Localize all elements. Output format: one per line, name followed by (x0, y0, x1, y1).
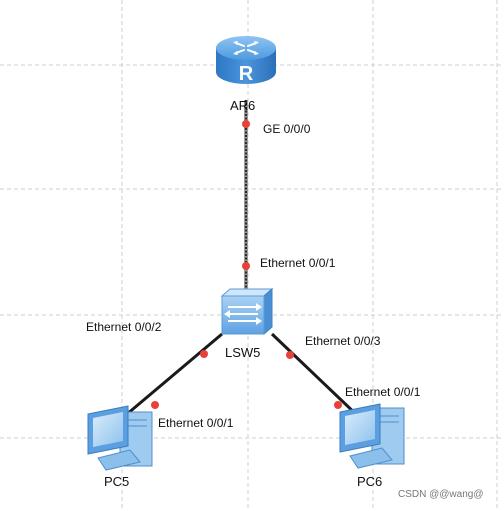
port-dot-pc6 (334, 401, 342, 409)
port-label-pc6: Ethernet 0/0/1 (345, 385, 421, 399)
pc5-label: PC5 (104, 474, 130, 489)
port-label-switch-left: Ethernet 0/0/2 (86, 320, 162, 334)
switch-pc6-link[interactable] (270, 332, 362, 420)
switch-icon[interactable] (220, 287, 274, 336)
port-label-switch-up: Ethernet 0/0/1 (260, 256, 336, 270)
port-dot-pc5 (151, 401, 159, 409)
router-icon[interactable]: R (216, 36, 276, 85)
port-label-pc5: Ethernet 0/0/1 (158, 416, 234, 430)
pc6-label: PC6 (357, 474, 383, 489)
svg-text:R: R (239, 63, 254, 85)
router-label: AR6 (230, 98, 256, 113)
watermark: CSDN @@wang@ (398, 489, 484, 500)
port-label-router-ge: GE 0/0/0 (263, 122, 311, 136)
switch-pc5-link[interactable] (119, 332, 223, 422)
pc5-icon[interactable] (87, 405, 153, 471)
switch-label: LSW5 (225, 345, 261, 360)
port-dot-switch-left (200, 350, 208, 358)
port-label-switch-right: Ethernet 0/0/3 (305, 334, 381, 348)
port-dot-router-ge (242, 120, 250, 128)
port-dot-switch-up (242, 262, 250, 270)
port-dot-switch-right (286, 351, 294, 359)
pc6-icon[interactable] (339, 403, 405, 469)
